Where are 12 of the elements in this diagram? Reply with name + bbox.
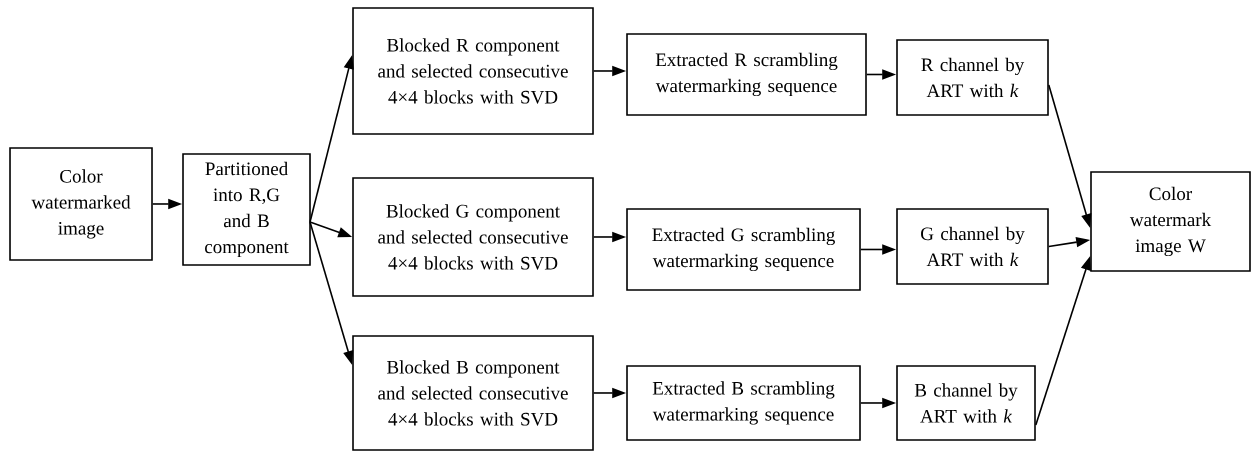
process-box: Partitioned into R,G and B component <box>182 153 311 266</box>
process-box: Blocked B component and selected consecutive 4×4 blocks with SVD <box>352 335 594 451</box>
process-box: Color watermarked image <box>9 147 153 261</box>
process-box: B channel by ART with k <box>896 365 1036 441</box>
process-box: Color watermark image W <box>1090 171 1251 272</box>
process-box: Blocked G component and selected consecutive 4×4 blocks with SVD <box>352 177 594 297</box>
process-box: Extracted G scrambling watermarking sequence <box>626 208 861 291</box>
process-box: R channel by ART with k <box>896 39 1049 116</box>
process-box: G channel by ART with k <box>896 208 1049 285</box>
process-box: Extracted B scrambling watermarking sequence <box>626 365 861 441</box>
process-box: Extracted R scrambling watermarking sequence <box>626 33 867 116</box>
process-box: Blocked R component and selected consecutive 4×4 blocks with SVD <box>352 7 594 135</box>
